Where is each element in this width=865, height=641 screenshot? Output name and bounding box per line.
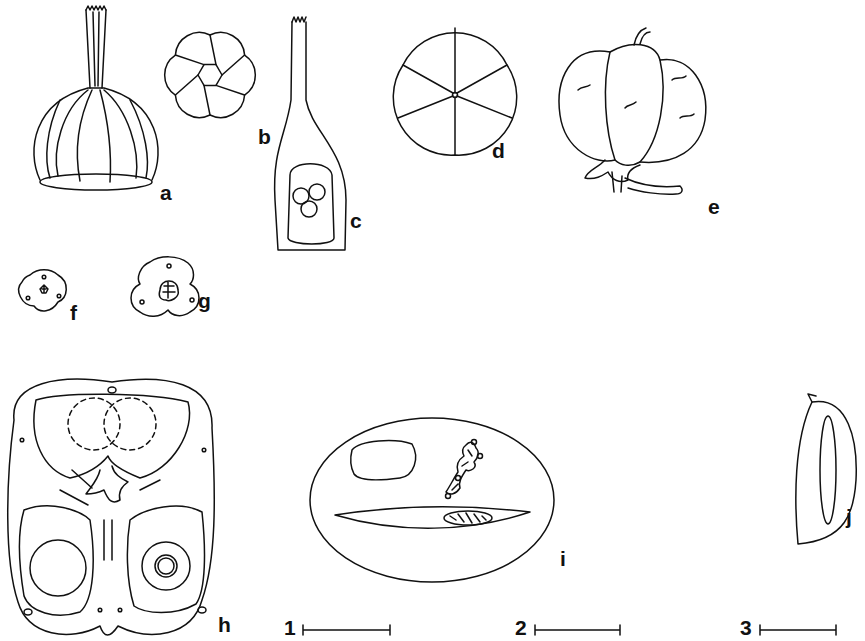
scale-bars [303, 625, 836, 635]
seed-embryo [820, 416, 836, 524]
scale-bar [303, 625, 390, 635]
scale-number: 2 [515, 617, 527, 638]
ovary-base [40, 174, 152, 190]
fruit-lobe [640, 59, 706, 162]
small-cross-section [19, 270, 66, 311]
vascular-dot [98, 608, 102, 612]
style-remnant [634, 28, 650, 45]
granule [446, 494, 451, 499]
seed-outline [310, 418, 554, 582]
central-tissue [159, 281, 178, 301]
septa [60, 470, 160, 560]
central-tissue [40, 285, 48, 293]
scale-bar [760, 625, 836, 635]
lobed-outline [165, 33, 256, 118]
ovary-lobes [47, 90, 148, 182]
lower-left-locule [20, 506, 94, 615]
seed-section [310, 418, 554, 582]
panel-letter: a [160, 182, 172, 203]
section-outline [19, 270, 66, 311]
cavity [351, 441, 416, 480]
scale-bar [535, 625, 620, 635]
vascular-dot [57, 294, 61, 298]
scale-number: 1 [284, 617, 296, 638]
placenta [86, 466, 128, 502]
style-outline [86, 10, 106, 88]
embryo-lens [335, 507, 530, 528]
vascular-dot [26, 296, 30, 300]
ovule-outline [68, 398, 156, 450]
ovary-cross-section [8, 379, 215, 635]
ovule [30, 540, 86, 596]
embryo-hatching [450, 513, 486, 523]
panel-letter: g [198, 290, 211, 311]
ovary-top-view [393, 28, 516, 155]
locule [288, 164, 334, 244]
ovule [142, 542, 190, 590]
seed-outline [796, 401, 856, 544]
panel-letter: b [258, 126, 271, 147]
medium-cross-section [131, 257, 199, 316]
ovary-outline [34, 88, 158, 180]
ovule-inner [158, 558, 174, 574]
stigma-fringe [86, 6, 106, 10]
vascular-dot [167, 264, 171, 268]
radial-lines [175, 35, 244, 115]
ovule-inner [155, 555, 177, 577]
radial-lines [398, 28, 512, 155]
lower-right-locule [127, 506, 204, 612]
vascular-bundle [198, 607, 206, 613]
granule [478, 454, 483, 459]
vascular-dot [42, 275, 46, 279]
seed-side-view [796, 394, 856, 544]
vascular-dot [20, 438, 24, 442]
center-hexagon [198, 65, 222, 86]
vascular-dot [140, 300, 144, 304]
section-outline [8, 379, 215, 635]
section-outline [275, 22, 346, 250]
panel-letter: i [560, 548, 566, 569]
granule [456, 476, 461, 481]
panel-letter: f [70, 302, 77, 323]
panel-letter: c [350, 210, 362, 231]
pedicel [612, 172, 682, 194]
flower-top-view [165, 33, 256, 118]
embryo-core [444, 511, 492, 525]
panel-letter: e [708, 196, 720, 217]
vascular-dot [190, 298, 194, 302]
ovule [309, 184, 325, 200]
panel-letter: j [846, 506, 852, 527]
granule [472, 440, 477, 445]
fruit [559, 28, 706, 194]
scale-number: 3 [740, 617, 752, 638]
fruit-lobe [605, 44, 663, 165]
pistil-side-view [34, 6, 158, 190]
surface-marks [578, 76, 694, 118]
vascular-bundle [108, 387, 116, 393]
ovule [301, 201, 317, 217]
vascular-dot [202, 448, 206, 452]
seed-tip [808, 394, 816, 402]
vascular-dot [118, 608, 122, 612]
section-outline [131, 257, 199, 316]
granular-cluster [446, 442, 478, 494]
panel-letter: h [218, 614, 231, 635]
vascular-bundle [24, 609, 32, 615]
center-pore [453, 93, 458, 98]
stigma-fringe [292, 17, 306, 22]
longitudinal-section [275, 17, 346, 250]
panel-letter: d [492, 140, 505, 161]
